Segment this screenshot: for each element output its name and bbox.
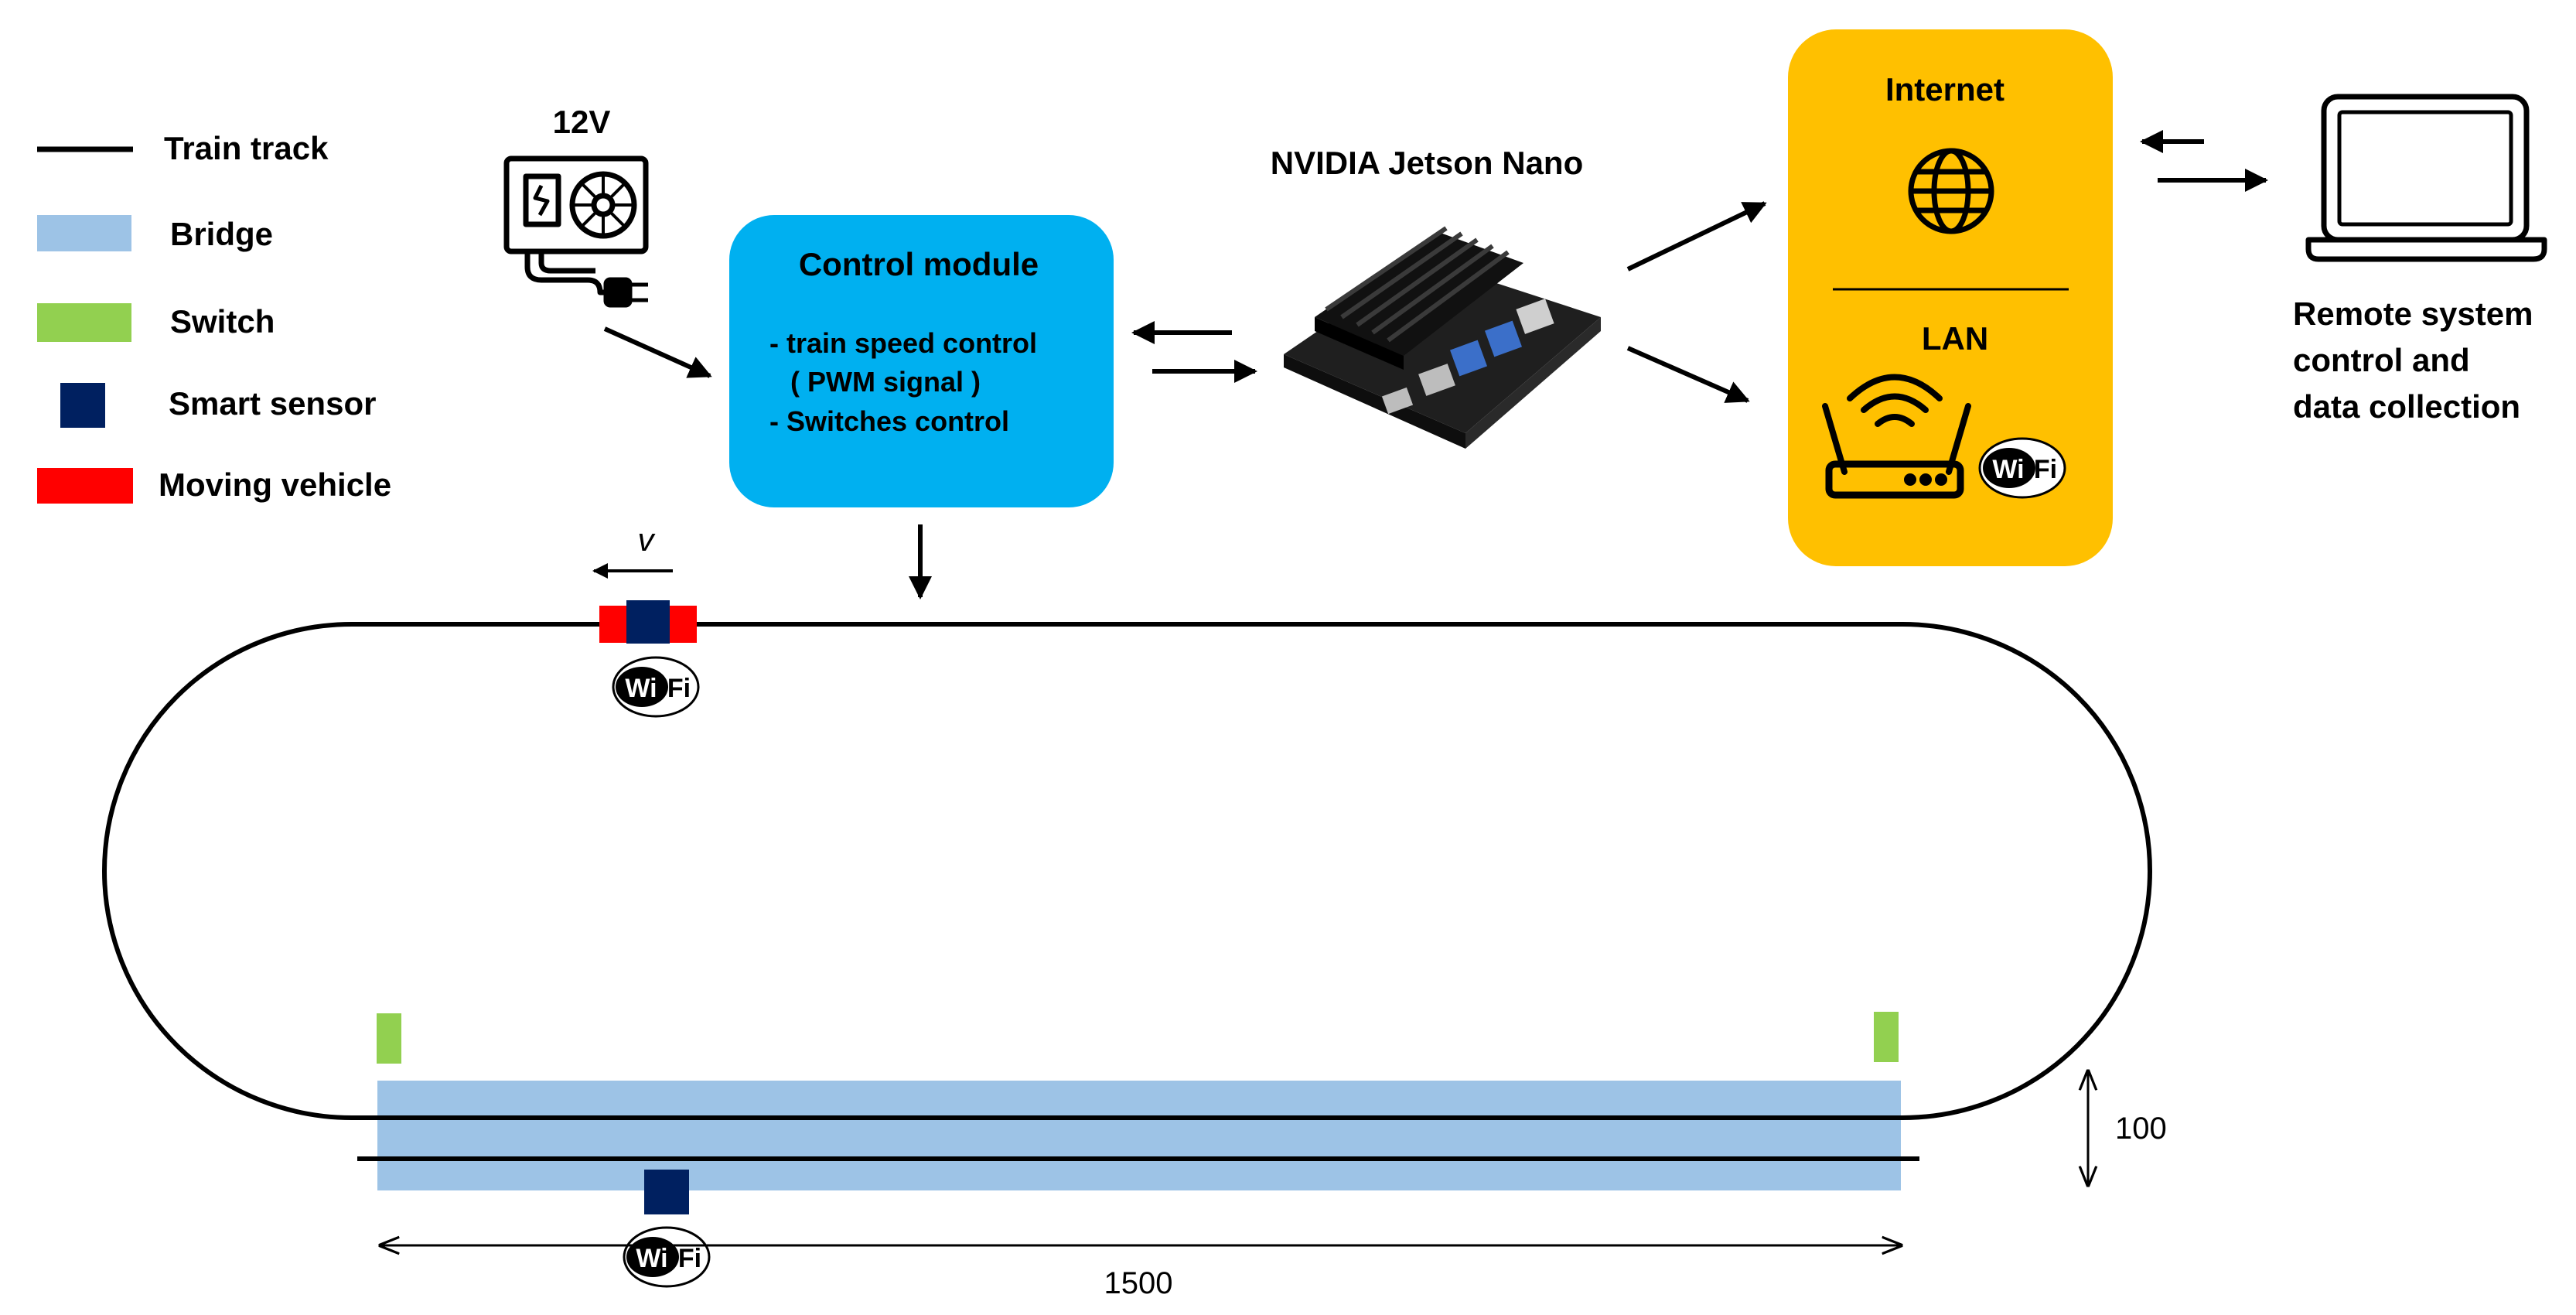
bridge-sensor-square xyxy=(644,1170,689,1214)
legend-smart-sensor-label: Smart sensor xyxy=(169,385,376,422)
remote-system: Remote system control and data collectio… xyxy=(2293,94,2547,425)
control-module-box xyxy=(729,215,1114,507)
legend-sensor-swatch xyxy=(60,383,105,428)
legend: Train track Bridge Switch Smart sensor M… xyxy=(37,130,391,504)
moving-vehicle: v Wi Fi xyxy=(592,521,700,718)
laptop-icon xyxy=(2305,94,2547,262)
switch-left xyxy=(377,1013,401,1064)
train-track-loop xyxy=(102,622,2152,1120)
control-module-line-1: - train speed control xyxy=(769,327,1037,359)
lan-wifi-f: Fi xyxy=(2034,455,2057,484)
jetson-to-lan-arrow xyxy=(1626,346,1750,403)
height-dimension: 100 xyxy=(2088,1071,2167,1185)
vehicle-wifi-icon: Wi Fi xyxy=(612,656,700,718)
bridge-wifi-icon: Wi Fi xyxy=(623,1226,711,1288)
control-module-title: Control module xyxy=(799,246,1039,282)
remote-label-line-1: Remote system xyxy=(2293,295,2533,332)
legend-switch-swatch xyxy=(37,303,131,342)
power-supply-icon xyxy=(503,155,649,308)
length-dimension: 1500 xyxy=(380,1245,1901,1300)
remote-label-line-2: control and xyxy=(2293,342,2470,378)
power-to-control-arrow xyxy=(603,326,712,378)
legend-item-switch: Switch xyxy=(37,303,275,342)
router-icon xyxy=(1822,374,1971,499)
jetson-label: NVIDIA Jetson Nano xyxy=(1271,145,1584,181)
power-supply: 12V xyxy=(503,104,712,378)
bridge-wifi-f: Fi xyxy=(678,1244,701,1273)
legend-item-smart-sensor: Smart sensor xyxy=(60,383,376,428)
control-module: Control module - train speed control ( P… xyxy=(729,215,1114,599)
vehicle-wifi-f: Fi xyxy=(667,674,691,703)
vehicle-wifi-w: Wi xyxy=(625,674,657,703)
bridge-wifi-w: Wi xyxy=(636,1244,667,1273)
remote-label-line-3: data collection xyxy=(2293,388,2520,425)
legend-item-train-track: Train track xyxy=(37,130,329,166)
legend-bridge-swatch xyxy=(37,215,131,251)
legend-moving-vehicle-label: Moving vehicle xyxy=(159,466,391,503)
lan-label: LAN xyxy=(1922,320,1988,357)
lan-wifi-icon: Wi Fi xyxy=(1978,437,2066,499)
network-box: Internet LAN Wi Fi xyxy=(1788,29,2113,566)
length-dimension-label: 1500 xyxy=(1104,1266,1173,1300)
vehicle-sensor xyxy=(626,600,670,644)
legend-item-moving-vehicle: Moving vehicle xyxy=(37,466,391,504)
jetson-to-internet-arrow xyxy=(1626,201,1767,272)
lan-wifi-w: Wi xyxy=(1992,455,2024,484)
legend-item-bridge: Bridge xyxy=(37,215,273,252)
network-box-background xyxy=(1788,29,2113,566)
legend-train-track-label: Train track xyxy=(164,130,329,166)
legend-bridge-label: Bridge xyxy=(170,216,273,252)
power-label: 12V xyxy=(553,104,611,140)
control-module-line-3: - Switches control xyxy=(769,405,1009,437)
legend-switch-label: Switch xyxy=(170,303,275,340)
track-layout: v Wi Fi Wi Fi 1500 100 xyxy=(102,521,2167,1300)
internet-label: Internet xyxy=(1885,71,2005,108)
jetson-nano: NVIDIA Jetson Nano xyxy=(1271,145,1767,449)
legend-vehicle-swatch xyxy=(37,468,133,504)
switch-right xyxy=(1874,1012,1899,1062)
height-dimension-label: 100 xyxy=(2115,1112,2167,1146)
globe-icon xyxy=(1908,148,1994,234)
jetson-board-icon xyxy=(1284,226,1601,449)
velocity-label: v xyxy=(638,521,657,558)
bridge xyxy=(377,1081,1901,1190)
control-module-line-2: ( PWM signal ) xyxy=(790,366,981,398)
